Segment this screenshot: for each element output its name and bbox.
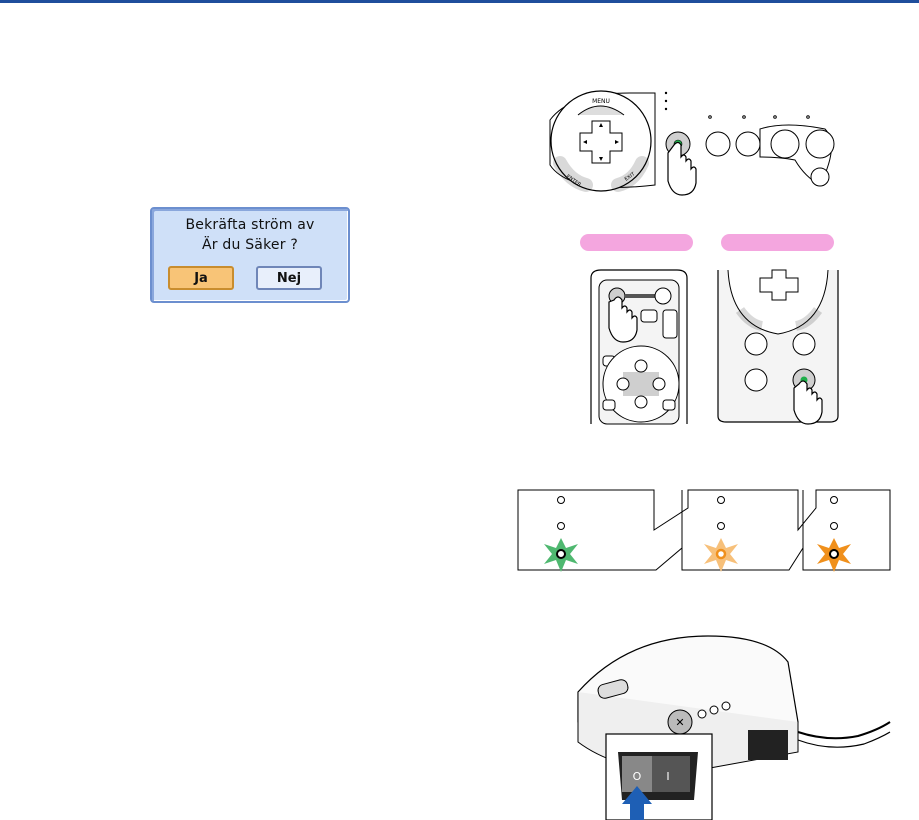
remote-label-right — [721, 234, 834, 251]
header-rule — [0, 0, 919, 3]
yes-button[interactable]: Ja — [168, 266, 234, 290]
switch-on-symbol: I — [666, 770, 669, 783]
power-off-confirm-dialog: Bekräfta ström av Är du Säker ? Ja Nej — [150, 207, 350, 303]
switch-off-symbol: O — [633, 770, 642, 783]
dialog-message: Bekräfta ström av — [152, 217, 348, 233]
svg-text:✕: ✕ — [675, 716, 684, 729]
control-panel-illustration: MENU ENTER EXIT — [540, 85, 840, 205]
remote-control-illustration-right — [716, 268, 840, 425]
remote-control-illustration-left — [589, 268, 689, 425]
menu-key-label: MENU — [592, 98, 610, 105]
no-button[interactable]: Nej — [256, 266, 322, 290]
remote-label-left — [580, 234, 693, 251]
dialog-question: Är du Säker ? — [152, 237, 348, 253]
status-led-sequence — [516, 486, 891, 580]
projector-power-switch-illustration: ✕ O I — [568, 632, 893, 820]
